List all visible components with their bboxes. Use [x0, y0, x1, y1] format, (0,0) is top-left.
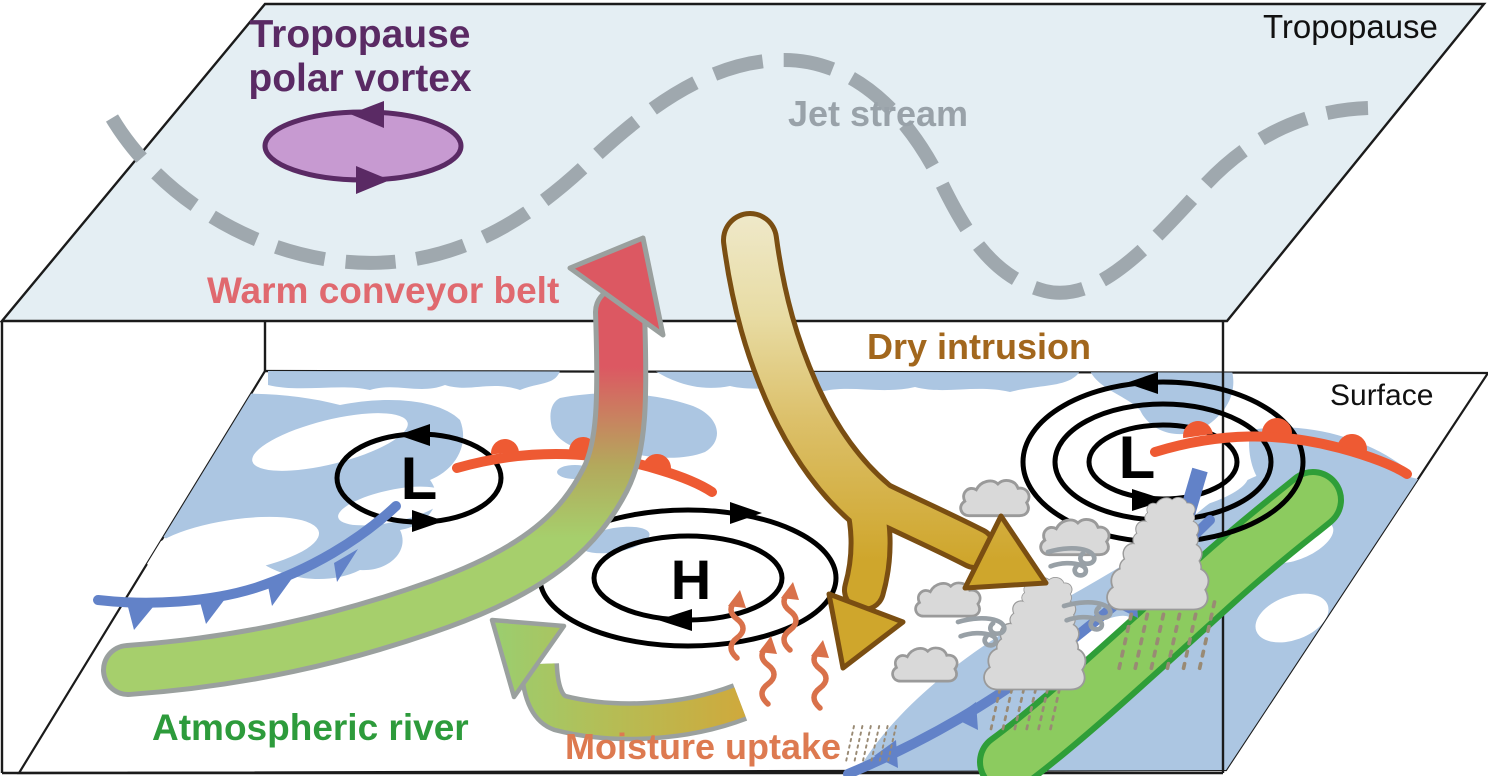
wcb-arrow	[101, 235, 666, 697]
vortex-arrow-top-icon	[350, 101, 384, 128]
tropopause-plane	[0, 2, 1487, 323]
label-tropopause: Tropopause	[1263, 8, 1438, 45]
jet-stream-path	[105, 52, 1369, 300]
low-pressure-left	[334, 424, 504, 532]
cyclone-arrow-icon	[398, 424, 430, 446]
cyclone-arrow-icon	[1126, 372, 1158, 394]
vortex-arrow-bottom-icon	[356, 166, 390, 194]
cyclone-arrow-icon	[1132, 489, 1166, 511]
polar-vortex	[262, 101, 464, 194]
labels: Tropopause Surface Tropopause polar vort…	[152, 8, 1438, 767]
anticyclone-arrow-icon	[730, 502, 762, 524]
symbol-low-left: L	[401, 445, 438, 512]
label-atmospheric-river: Atmospheric river	[152, 707, 469, 748]
label-moisture-uptake: Moisture uptake	[565, 726, 841, 767]
moisture-uptake-arrow	[489, 617, 748, 742]
dry-intrusion-arrow	[721, 211, 1049, 671]
label-dry-intrusion: Dry intrusion	[867, 326, 1091, 367]
label-polar-vortex-line2: polar vortex	[248, 57, 472, 100]
label-polar-vortex-line1: Tropopause	[249, 13, 470, 56]
cyclone-arrow-icon	[412, 510, 444, 532]
anticyclone-arrow-icon	[658, 609, 692, 631]
label-jet-stream: Jet stream	[788, 93, 968, 134]
symbol-high: H	[671, 548, 711, 611]
warm-front-right	[1150, 418, 1412, 479]
label-warm-conveyor-belt: Warm conveyor belt	[207, 270, 559, 311]
cold-front-left	[93, 501, 401, 630]
symbol-low-right: L	[1119, 424, 1156, 491]
label-surface: Surface	[1330, 379, 1433, 412]
